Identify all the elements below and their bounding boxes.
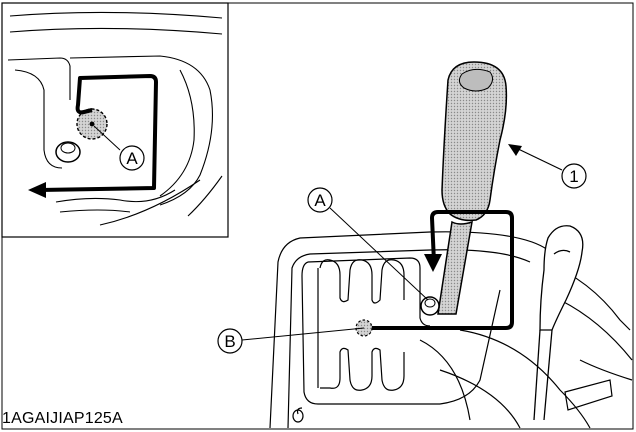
inset-panel: A bbox=[2, 3, 228, 237]
callout-main-a-label: A bbox=[314, 191, 326, 210]
figure-caption: 1AGAIJIAP125A bbox=[2, 410, 123, 428]
main-gate-arrow-head bbox=[424, 254, 442, 272]
callout-lever-1-label: 1 bbox=[569, 167, 578, 186]
callout-main-b-label: B bbox=[224, 332, 235, 351]
inset-callout-a-label: A bbox=[126, 149, 138, 168]
secondary-lever bbox=[534, 226, 583, 420]
shift-lever bbox=[438, 62, 506, 314]
